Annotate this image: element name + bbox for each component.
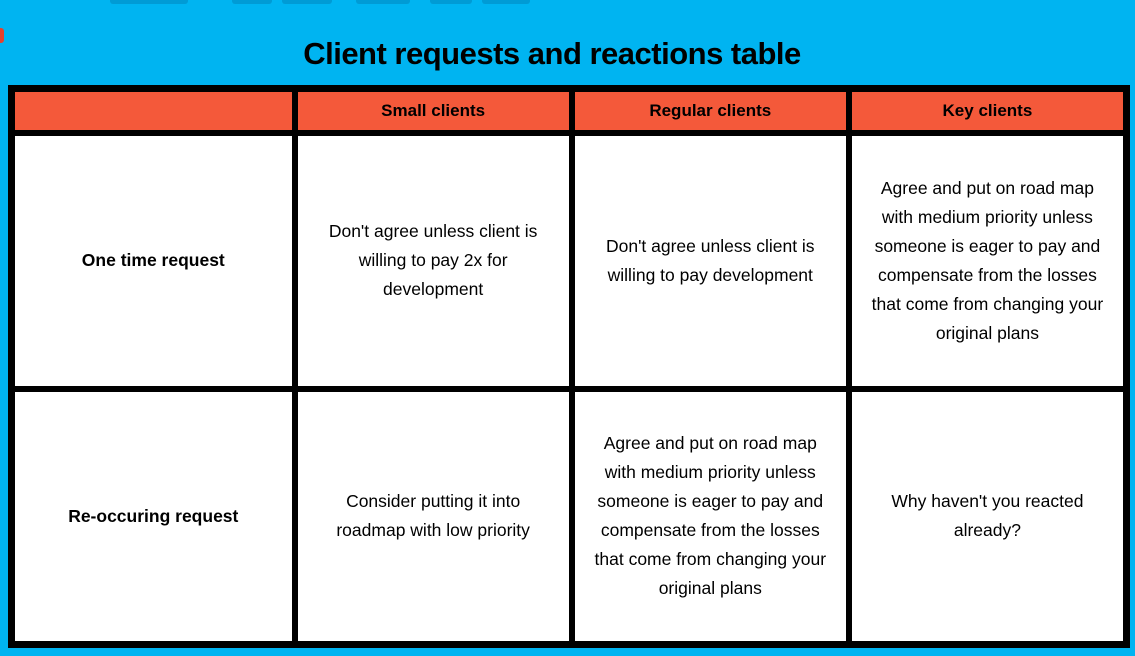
page-title: Client requests and reactions table [303, 35, 801, 71]
header-cell-regular-clients: Regular clients [574, 92, 846, 130]
cell-reoccuring-small-clients: Consider putting it into roadmap with lo… [297, 391, 569, 641]
clipped-top-artifact [282, 0, 332, 4]
cell-one-time-key-clients: Agree and put on road map with medium pr… [851, 136, 1123, 386]
clipped-top-artifact [482, 0, 530, 4]
header-cell-empty [15, 92, 292, 130]
client-requests-table: Small clients Regular clients Key client… [8, 85, 1130, 648]
row-label-reoccuring-request: Re-occuring request [15, 391, 292, 641]
cell-one-time-regular-clients: Don't agree unless client is willing to … [574, 136, 846, 386]
row-label-one-time-request: One time request [15, 136, 292, 386]
cell-one-time-small-clients: Don't agree unless client is willing to … [297, 136, 569, 386]
clipped-top-artifact [430, 0, 472, 4]
clipped-top-artifact [232, 0, 272, 4]
clipped-top-artifact [356, 0, 410, 4]
cell-reoccuring-regular-clients: Agree and put on road map with medium pr… [574, 391, 846, 641]
header-cell-key-clients: Key clients [851, 92, 1123, 130]
cell-reoccuring-key-clients: Why haven't you reacted already? [851, 391, 1123, 641]
header-cell-small-clients: Small clients [297, 92, 569, 130]
clipped-red-shape [0, 28, 4, 43]
clipped-top-artifact [110, 0, 188, 4]
